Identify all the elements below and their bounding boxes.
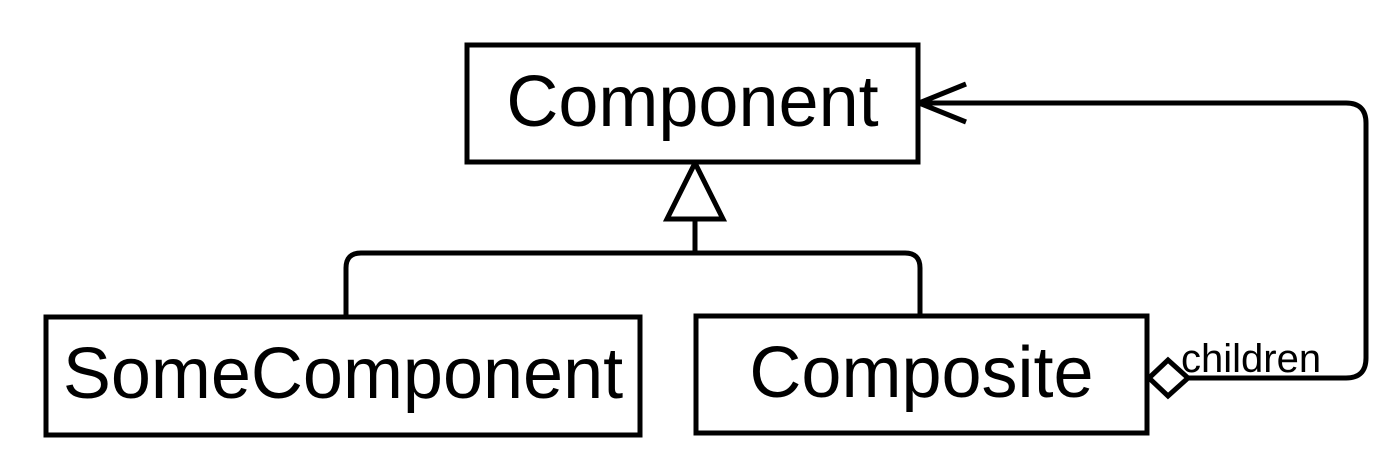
class-name-composite: Composite — [749, 333, 1093, 413]
generalization-branch-bar — [343, 250, 923, 317]
class-box-some-component[interactable] — [43, 314, 643, 438]
hollow-diamond-icon — [1145, 356, 1192, 400]
class-name-component: Component — [506, 62, 878, 142]
hollow-triangle-icon — [662, 157, 728, 222]
class-box-composite[interactable] — [693, 313, 1150, 436]
class-box-component[interactable] — [464, 42, 921, 165]
aggregation-edge-children — [924, 100, 1369, 381]
class-name-some-component: SomeComponent — [63, 334, 623, 414]
edge-label-children: children — [1181, 337, 1321, 381]
